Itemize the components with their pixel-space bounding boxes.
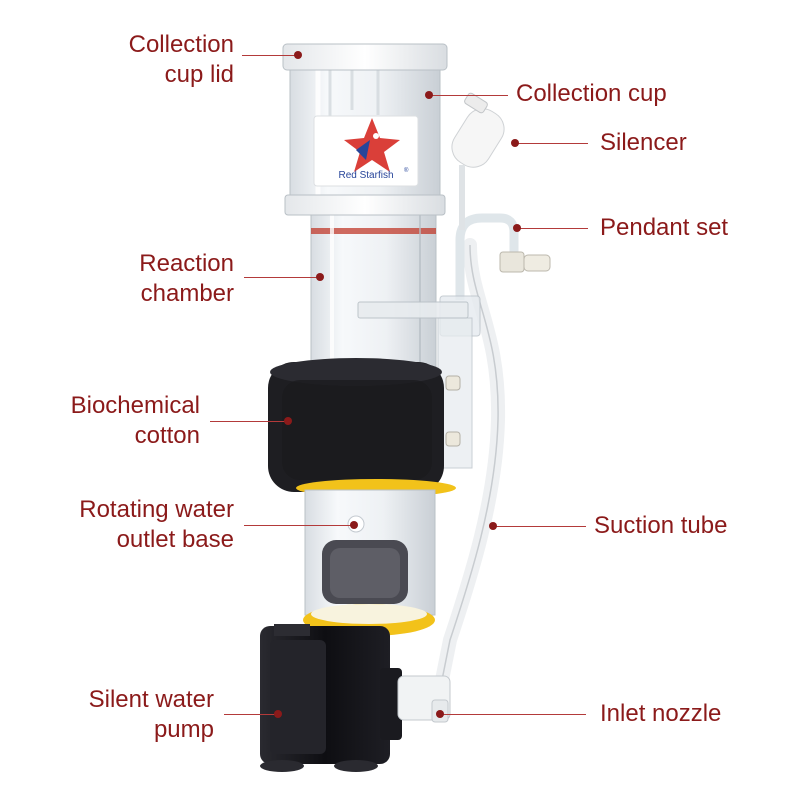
silencer	[451, 92, 505, 230]
label-reaction-chamber-line2: chamber	[140, 280, 234, 307]
leader-collection-cup	[430, 95, 508, 96]
leader-inlet-nozzle	[440, 714, 586, 715]
label-rotating-water-outlet-base-line2: outlet base	[116, 526, 234, 553]
dot-collection-cup	[425, 91, 433, 99]
brand-name: Red Starfish	[338, 170, 393, 181]
label-biochemical-cotton-line2: cotton	[134, 422, 200, 449]
label-collection-cup: Collection cup	[516, 80, 667, 107]
collection-cup-lid	[282, 43, 448, 71]
label-inlet-nozzle: Inlet nozzle	[600, 700, 722, 727]
label-pendant-set: Pendant set	[600, 214, 729, 241]
label-silent-water-pump: Silent water pump	[40, 685, 214, 745]
label-collection-cup-lid: Collection cup lid	[60, 30, 234, 90]
dot-pendant-set	[513, 224, 521, 232]
dot-silent-water-pump	[274, 710, 282, 718]
registered-mark: ®	[404, 167, 409, 174]
leader-rotating-water-outlet-base	[244, 525, 356, 526]
dot-suction-tube	[489, 522, 497, 530]
dot-collection-cup-lid	[294, 51, 302, 59]
leader-biochemical-cotton	[210, 421, 290, 422]
label-rotating-water-outlet-base-line1: Rotating water	[79, 496, 234, 523]
biochemical-cotton	[268, 358, 444, 492]
label-silent-water-pump-line2: pump	[153, 716, 214, 743]
dot-rotating-water-outlet-base	[350, 521, 358, 529]
label-reaction-chamber-line1: Reaction	[139, 250, 234, 277]
leader-collection-cup-lid	[242, 55, 300, 56]
label-silencer: Silencer	[600, 129, 687, 156]
dot-silencer	[511, 139, 519, 147]
brand-label: Red Starfish ®	[313, 115, 419, 187]
leader-suction-tube	[494, 526, 586, 527]
label-biochemical-cotton: Biochemical cotton	[24, 391, 200, 451]
dot-inlet-nozzle	[436, 710, 444, 718]
dot-biochemical-cotton	[284, 417, 292, 425]
label-collection-cup-lid-line1: Collection	[128, 31, 234, 58]
leader-reaction-chamber	[244, 277, 320, 278]
label-biochemical-cotton-line1: Biochemical	[70, 392, 200, 419]
label-silent-water-pump-line1: Silent water	[88, 686, 214, 713]
label-suction-tube: Suction tube	[594, 512, 728, 539]
label-rotating-water-outlet-base: Rotating water outlet base	[24, 495, 234, 555]
label-collection-cup-lid-line2: cup lid	[164, 61, 234, 88]
label-reaction-chamber: Reaction chamber	[60, 249, 234, 309]
silent-water-pump	[260, 624, 402, 772]
leader-silent-water-pump	[224, 714, 280, 715]
dot-reaction-chamber	[316, 273, 324, 281]
leader-silencer	[516, 143, 588, 144]
leader-pendant-set	[518, 228, 588, 229]
